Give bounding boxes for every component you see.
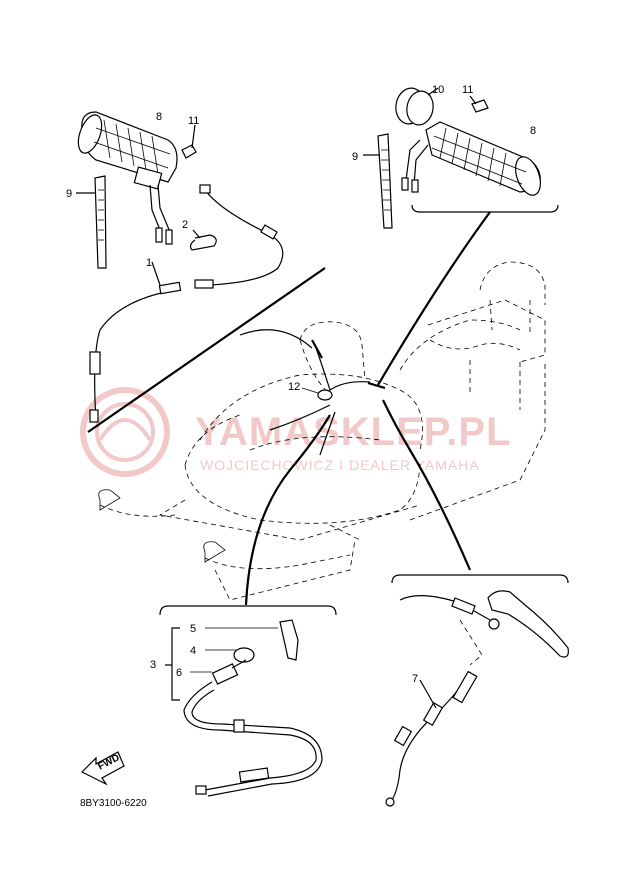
nut-part-4 bbox=[233, 647, 255, 663]
callout-6: 6 bbox=[176, 667, 182, 679]
cable-part-1 bbox=[89, 184, 284, 423]
diagram-code: 8BY3100-6220 bbox=[80, 798, 147, 809]
snowmobile-outline bbox=[98, 261, 546, 601]
group-bracket-bottom-left bbox=[159, 605, 337, 616]
watermark-subtitle: WOJCIECHOWICZ I DEALER YAMAHA bbox=[200, 457, 480, 473]
callout-4: 4 bbox=[190, 645, 196, 657]
brake-lever bbox=[487, 590, 569, 658]
callout-1: 1 bbox=[146, 257, 152, 269]
grip-right bbox=[401, 121, 541, 196]
grip-left bbox=[77, 111, 178, 245]
watermark: YAMASKLEP.PL WOJCIECHOWICZ I DEALER YAMA… bbox=[80, 387, 512, 477]
callout-2: 2 bbox=[182, 219, 188, 231]
fwd-arrow: FWD bbox=[80, 751, 125, 786]
callout-11-left: 11 bbox=[188, 115, 199, 127]
hook-part-2 bbox=[189, 229, 217, 251]
callout-9-left: 9 bbox=[66, 188, 72, 200]
throttle-cable-assembly bbox=[159, 605, 337, 797]
callout-9-right: 9 bbox=[352, 151, 358, 163]
band-part-9-left bbox=[76, 175, 107, 269]
callout-bracket-3 bbox=[165, 627, 180, 701]
lever-part-5 bbox=[279, 619, 299, 661]
callout-8-left: 8 bbox=[156, 111, 162, 123]
leader-lines bbox=[87, 211, 491, 606]
callout-3: 3 bbox=[150, 659, 156, 671]
callout-7: 7 bbox=[412, 673, 418, 685]
right-grip-assembly bbox=[363, 87, 559, 229]
callout-11-right: 11 bbox=[462, 84, 473, 96]
adjuster-part-6 bbox=[211, 659, 247, 685]
watermark-title: YAMASKLEP.PL bbox=[195, 410, 512, 454]
left-grip-assembly bbox=[76, 111, 284, 423]
callout-10: 10 bbox=[432, 84, 444, 96]
watermark-logo bbox=[80, 387, 170, 477]
group-bracket-bottom-right bbox=[391, 574, 569, 584]
callout-8-right: 8 bbox=[530, 125, 536, 137]
band-part-9-right bbox=[363, 133, 393, 229]
screw-part-11-right bbox=[469, 95, 489, 113]
callout-numbers: 1 2 3 4 5 6 7 8 8 9 9 10 11 11 12 bbox=[66, 84, 536, 685]
callout-5: 5 bbox=[190, 623, 196, 635]
screw-part-11-left bbox=[181, 124, 197, 159]
group-bracket-right bbox=[411, 204, 559, 213]
brake-lever-assembly bbox=[385, 574, 569, 807]
clamp-part-12 bbox=[311, 339, 386, 401]
callout-12: 12 bbox=[288, 381, 300, 393]
ring-part-10 bbox=[395, 87, 439, 126]
